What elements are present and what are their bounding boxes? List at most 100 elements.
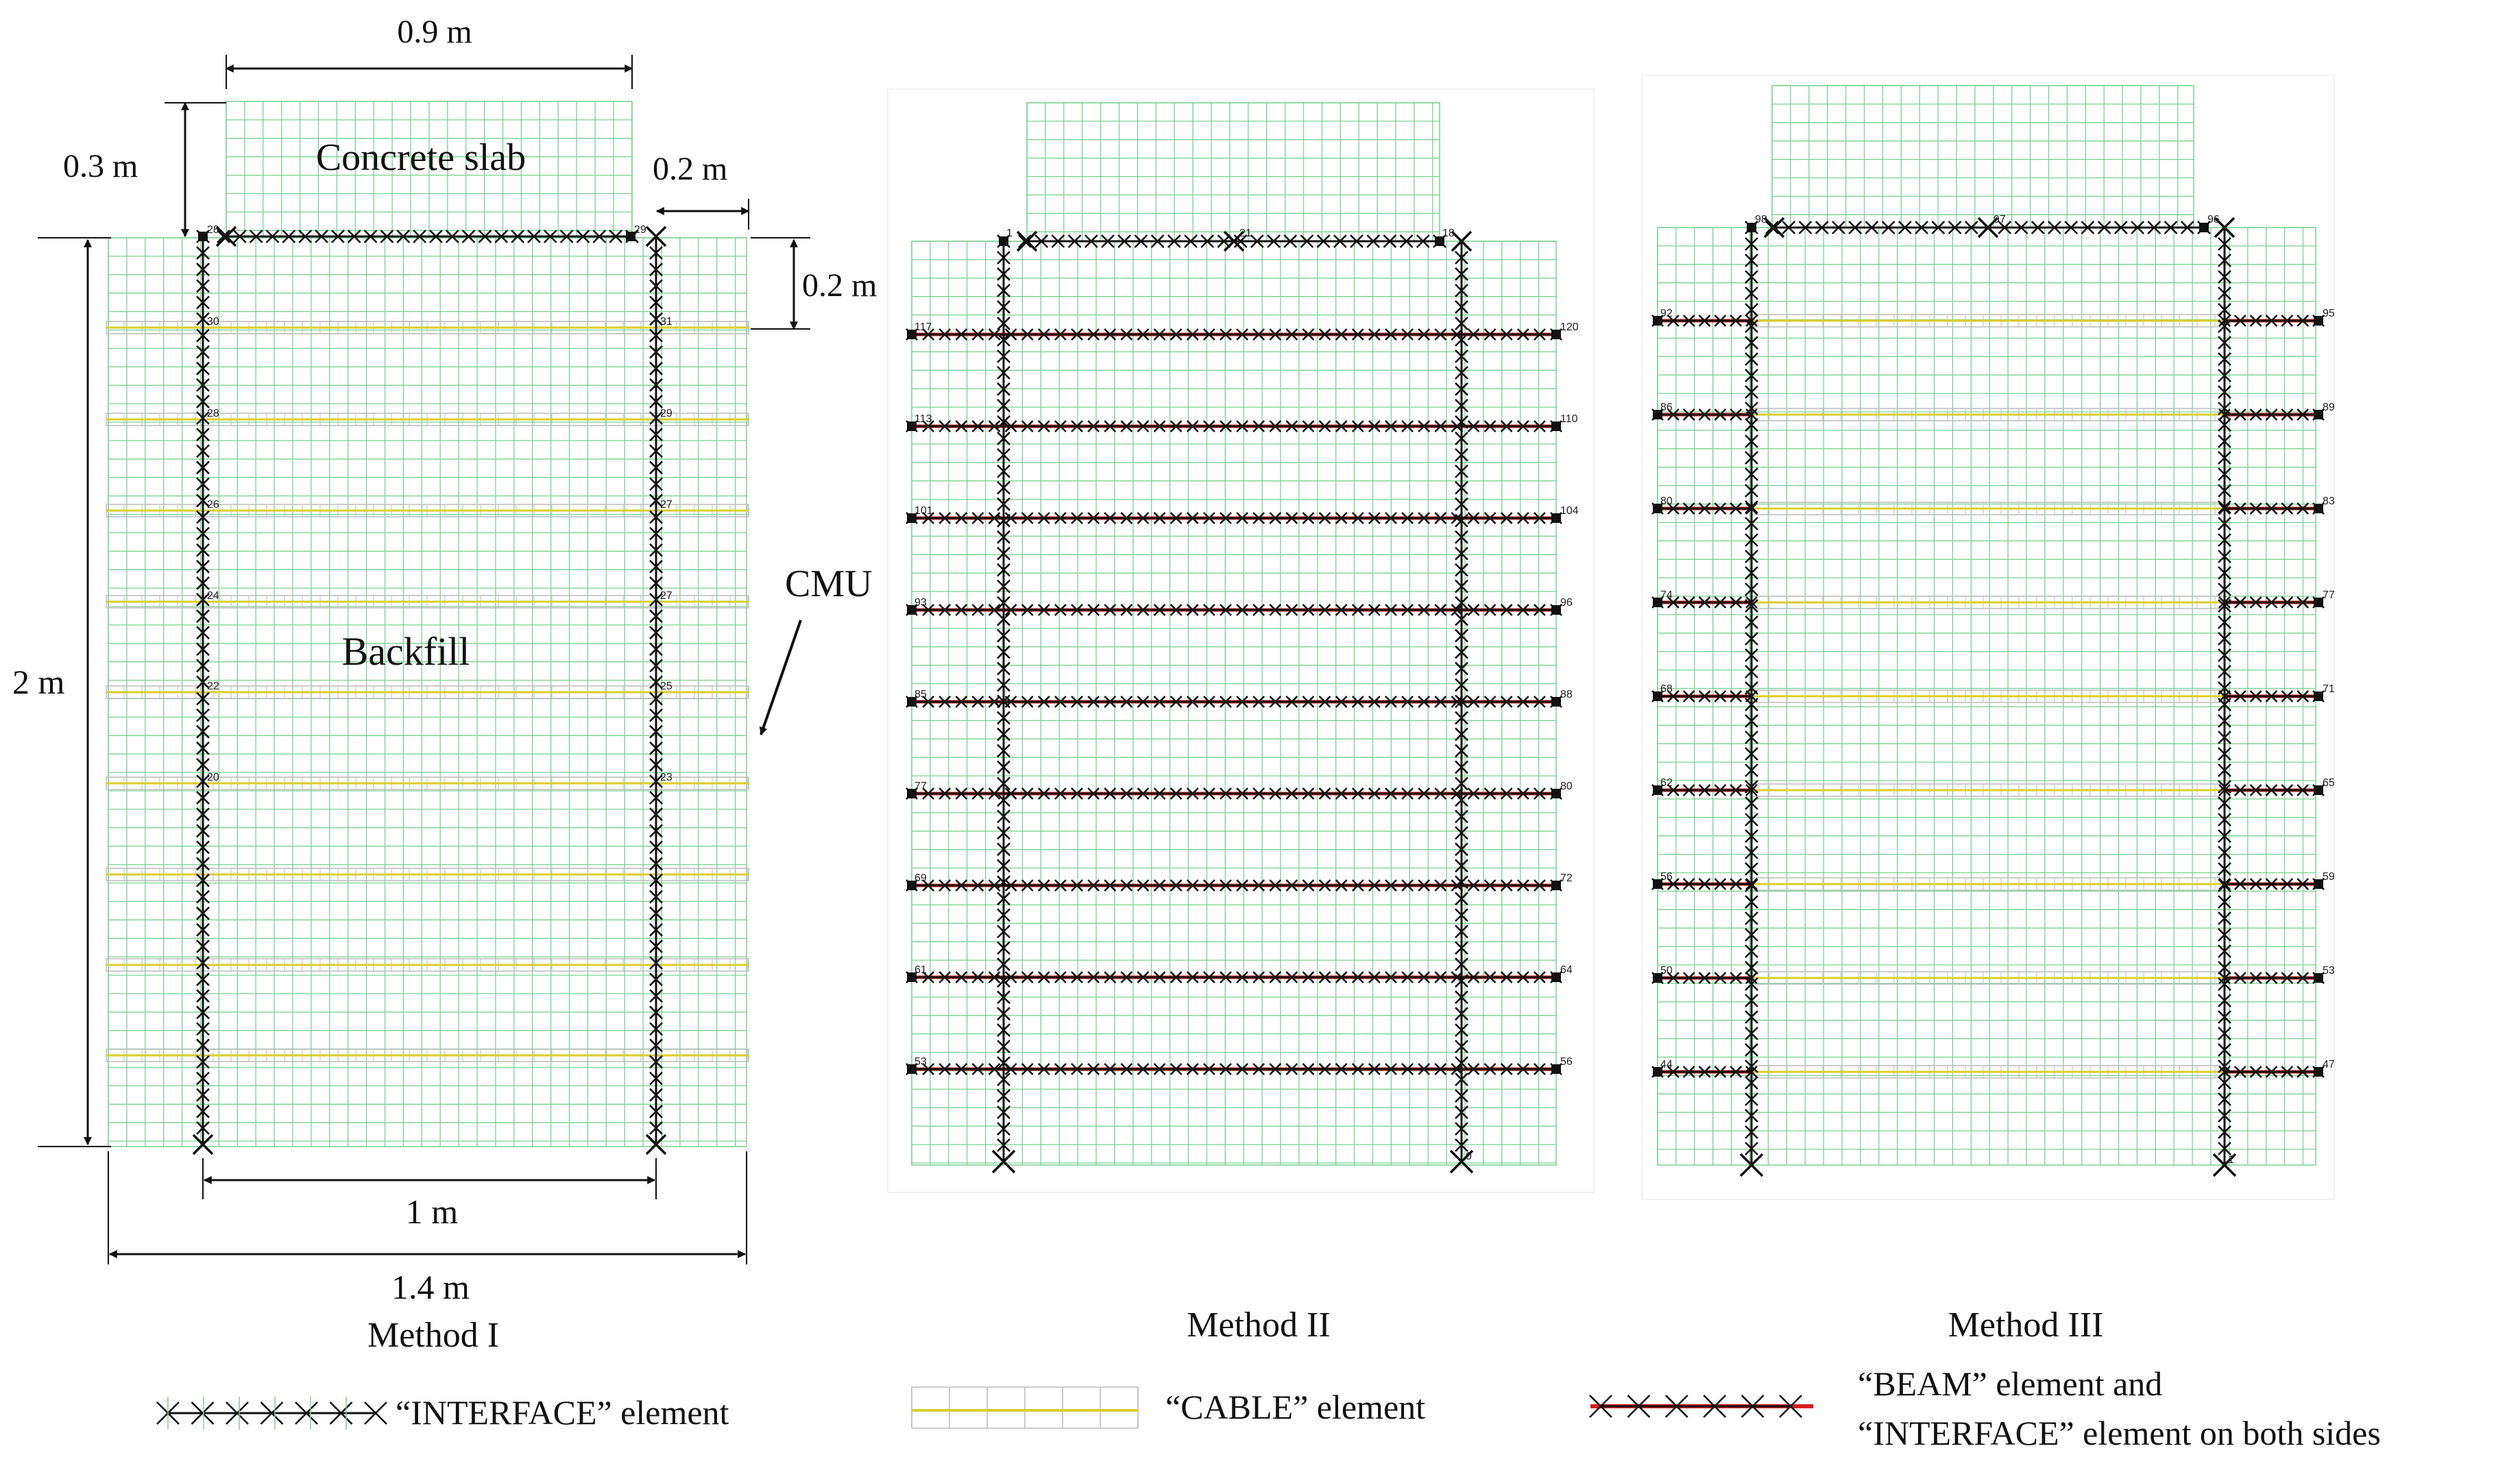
method-3-label: Method III <box>1948 1306 2104 1345</box>
corner-square-right <box>2199 223 2209 232</box>
beam-end-right-9 <box>2314 1067 2323 1077</box>
node-number-top-1: 1 <box>1006 228 1013 239</box>
node-number-right-2: 83 <box>2323 495 2335 507</box>
beam-end-right-6 <box>1551 789 1561 798</box>
beam-end-left-7 <box>907 881 917 890</box>
beam-end-right-5 <box>2314 691 2323 701</box>
corner-cross-right <box>2214 217 2236 238</box>
beam-end-left-3 <box>907 513 917 523</box>
node-number-right-3: 27 <box>660 590 673 602</box>
node-number-right-0: 95 <box>2323 308 2335 319</box>
beam-end-right-4 <box>2314 598 2323 607</box>
corner-cross-right <box>645 225 667 247</box>
node-number-left-4: 85 <box>914 689 927 700</box>
mesh-lines <box>1771 85 2194 228</box>
node-number-left-2: 101 <box>914 505 933 517</box>
bottom-cross-right <box>2212 1153 2237 1177</box>
dim-offset-right-label: 0.2 m <box>653 151 727 187</box>
corner-cross-left <box>1763 217 1785 238</box>
legend-beam-text-2: “INTERFACE” element on both sides <box>1858 1414 2381 1452</box>
node-number-left-3: 24 <box>207 590 219 602</box>
node-number-right-8: 56 <box>1560 1056 1573 1068</box>
node-number-left-4: 68 <box>1660 683 1673 695</box>
node-number-left-3: 93 <box>914 597 927 609</box>
dim-outer-width-label: 1.4 m <box>391 1268 470 1306</box>
beam-end-left-4 <box>1653 598 1662 607</box>
beam-end-right-9 <box>1551 1064 1561 1074</box>
top-mid-cross <box>1223 230 1245 252</box>
cmu-label: CMU <box>785 563 873 605</box>
beam-end-right-8 <box>1551 972 1561 982</box>
corner-square-left <box>198 232 208 241</box>
dim-width-top-label: 0.9 m <box>397 14 472 50</box>
method-2-mesh <box>887 88 1595 1193</box>
node-number-right-0: 31 <box>660 316 673 328</box>
method-2-beams <box>906 328 1562 1075</box>
beam-end-left-2 <box>907 421 917 431</box>
node-number-right-6: 72 <box>1560 872 1573 884</box>
beam-end-left-6 <box>907 789 917 798</box>
beam-end-left-5 <box>1653 691 1662 701</box>
node-number-left-0: 92 <box>1660 308 1673 319</box>
node-number-top-2: 97 <box>1994 214 2006 225</box>
method-1-label: Method I <box>367 1316 499 1355</box>
beam-end-left-1 <box>907 330 917 339</box>
node-number-right-1: 29 <box>660 408 673 419</box>
node-number-left-8: 53 <box>914 1056 927 1068</box>
method-2-label: Method II <box>1187 1306 1330 1345</box>
beam-end-left-8 <box>907 972 917 982</box>
node-number-top-3: 96 <box>2207 214 2220 225</box>
node-number-bottom: 0 <box>1466 1151 1472 1162</box>
dim-height-label: 2 m <box>12 663 65 701</box>
legend-interface-symbol <box>156 1397 387 1430</box>
node-number-right-1: 89 <box>2323 402 2335 413</box>
node-number-right-2: 27 <box>660 499 673 511</box>
method-3-interfaces <box>1739 217 2237 1177</box>
node-number-right-0: 120 <box>1560 321 1579 333</box>
node-number-left-2: 80 <box>1660 495 1673 507</box>
beam-end-left-3 <box>1653 504 1662 513</box>
legend-beam-interface-markers <box>1589 1395 1802 1418</box>
node-number-right-5: 23 <box>660 772 673 783</box>
node-number-bottom: 1 <box>2228 1154 2234 1166</box>
beam-end-right-3 <box>2314 504 2323 513</box>
node-number-right-1: 110 <box>1560 413 1578 425</box>
legend-beam-text-1: “BEAM” element and <box>1858 1364 2162 1403</box>
node-number-right-3: 77 <box>2323 589 2335 601</box>
node-number-right-4: 25 <box>660 681 673 692</box>
corner-cross-right <box>1451 230 1473 252</box>
node-number-right-4: 71 <box>2323 683 2335 695</box>
beam-end-right-6 <box>2314 785 2323 795</box>
bottom-cross-left <box>192 1134 214 1155</box>
beam-end-left-5 <box>907 697 917 707</box>
corner-square-left <box>1747 223 1756 232</box>
legend-beam-symbol <box>1589 1395 1813 1418</box>
mesh-lines <box>1026 102 1440 241</box>
bottom-cross-left <box>1739 1153 1764 1177</box>
beam-end-right-3 <box>1551 513 1561 523</box>
node-number-left-3: 74 <box>1660 589 1673 601</box>
node-number-top-left: 28 <box>207 224 219 236</box>
interface-top-markers <box>1018 234 1446 248</box>
corner-square-right <box>1435 236 1444 246</box>
beam-end-left-8 <box>1653 973 1662 983</box>
node-number-right-2: 104 <box>1560 505 1579 517</box>
node-number-left-7: 50 <box>1660 965 1673 977</box>
node-number-top-right: 29 <box>634 224 646 236</box>
mesh-lines <box>226 101 633 238</box>
node-number-right-5: 80 <box>1560 781 1573 792</box>
node-number-right-3: 96 <box>1560 597 1573 609</box>
method-2-interfaces <box>991 230 1474 1174</box>
dim-slab-height-label: 0.3 m <box>63 148 138 184</box>
cmu-arrow <box>759 620 802 736</box>
node-number-left-0: 30 <box>207 316 219 328</box>
top-mid-cross <box>1977 217 1999 238</box>
beam-end-left-4 <box>907 605 917 615</box>
beam-end-right-4 <box>1551 605 1561 615</box>
dim-inner-width-label: 1 m <box>406 1192 459 1231</box>
